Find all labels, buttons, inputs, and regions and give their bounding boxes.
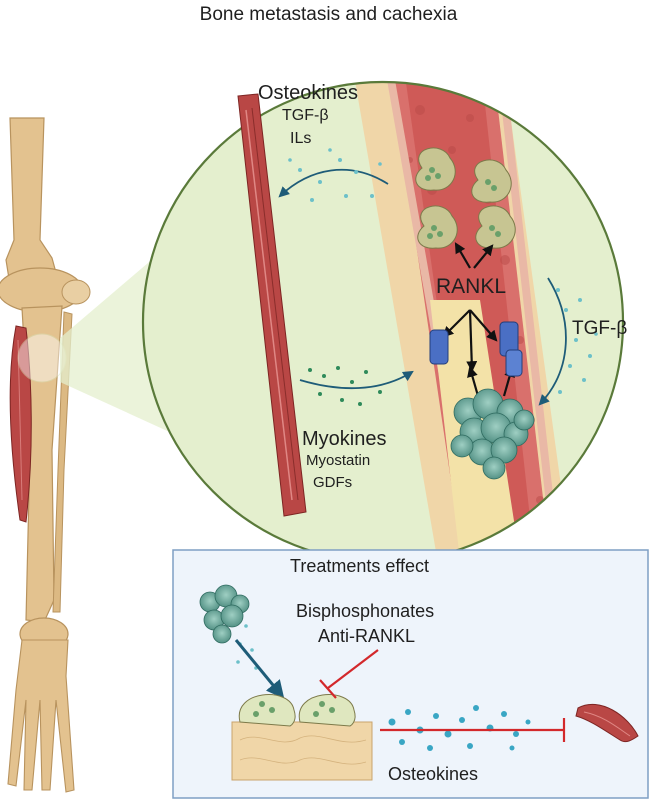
treatments-title: Treatments effect [290,556,429,577]
treatment-osteokines-label: Osteokines [388,764,478,785]
drug-label: Anti-RANKL [318,626,415,647]
figure-title: Bone metastasis and cachexia [0,4,657,26]
myokines-label: Myokines [302,428,386,451]
rankl-label: RANKL [436,275,506,299]
drug-label: Bisphosphonates [296,601,434,622]
treatment-bone [232,722,372,780]
tgf-beta-label: TGF-β [572,318,627,340]
osteokine-item: ILs [290,130,311,148]
myokine-item: GDFs [313,474,352,491]
osteokine-item: TGF-β [282,107,329,125]
leg-illustration [0,118,90,792]
osteokines-label: Osteokines [258,82,358,105]
zoom-circle [143,40,623,610]
myokine-item: Myostatin [306,452,370,469]
